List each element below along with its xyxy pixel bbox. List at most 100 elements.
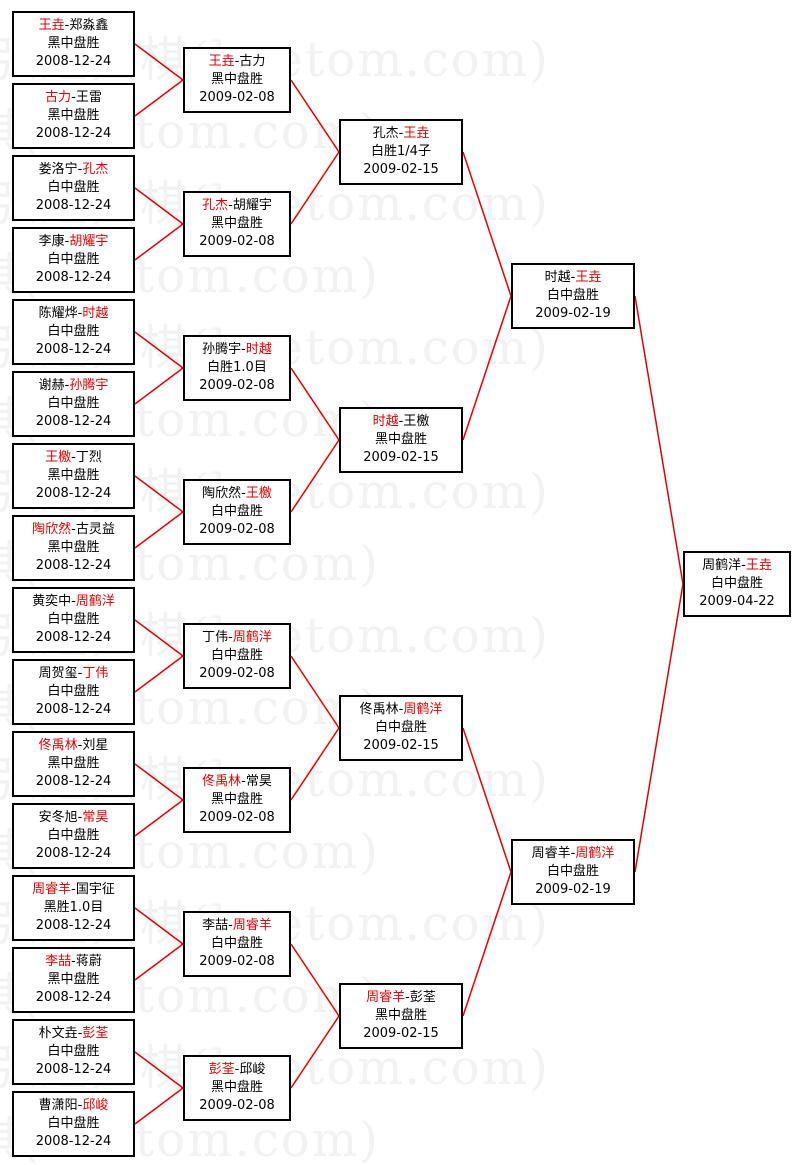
match-date: 2009-02-08 (199, 90, 275, 105)
match-result: 白中盘胜 (210, 504, 263, 519)
match-result: 白中盘胜 (546, 288, 599, 303)
match-date: 2009-02-08 (199, 666, 275, 681)
bracket-connector (290, 943, 340, 1017)
match-players: 古力-王雷 (45, 89, 102, 107)
winner-name: 陶欣然 (32, 522, 72, 537)
separator: - (71, 450, 76, 465)
bracket-connector (134, 511, 184, 549)
loser-name: 朴文垚 (38, 1026, 78, 1041)
separator: - (71, 594, 76, 609)
match-players: 孙腾宇-时越 (202, 341, 272, 359)
winner-name: 佟禹林 (38, 738, 78, 753)
match-result: 黑胜1.0目 (43, 900, 104, 915)
winner-name: 王垚 (38, 18, 65, 33)
separator: - (77, 162, 83, 177)
match-players: 周睿羊-国宇征 (32, 881, 115, 899)
loser-name: 王雷 (75, 90, 102, 105)
bracket-connector (290, 655, 340, 729)
loser-name: 周贺玺 (38, 666, 78, 681)
bracket-connector (134, 1051, 184, 1089)
separator: - (77, 666, 83, 681)
match-date: 2009-02-08 (199, 234, 275, 249)
match-players: 丁伟-周鹤洋 (202, 629, 272, 647)
match-players: 周鹤洋-王垚 (702, 557, 772, 575)
bracket-connector (134, 187, 184, 225)
bracket-connector (634, 583, 684, 873)
bracket-connector (134, 475, 184, 513)
match-result: 白中盘胜 (210, 648, 263, 663)
match-date: 2009-02-15 (363, 162, 439, 177)
bracket-connector (290, 727, 340, 801)
bracket-connector (134, 1087, 184, 1125)
winner-name: 时越 (245, 342, 272, 357)
winner-name: 王檄 (245, 486, 272, 501)
match-date: 2008-12-24 (35, 558, 112, 573)
match-result: 白中盘胜 (47, 612, 100, 627)
bracket-connector (634, 295, 684, 585)
bracket-connector (134, 943, 184, 981)
winner-name: 周鹤洋 (75, 594, 115, 609)
match-players: 朴文垚-彭荃 (39, 1025, 109, 1043)
match-players: 王垚-郑淼鑫 (39, 17, 109, 35)
match-players: 李喆-周睿羊 (202, 917, 272, 935)
match-date: 2008-12-24 (35, 270, 112, 285)
loser-name: 郑淼鑫 (69, 18, 109, 33)
separator: - (64, 234, 70, 249)
match-players: 王垚-古力 (209, 53, 266, 71)
bracket-connector (462, 151, 512, 297)
separator: - (570, 846, 576, 861)
match-result: 黑中盘胜 (47, 468, 100, 483)
winner-name: 周睿羊 (366, 990, 406, 1005)
winner-name: 孔杰 (82, 162, 109, 177)
match-players: 陶欣然-王檄 (202, 485, 272, 503)
winner-name: 胡耀宇 (69, 234, 109, 249)
bracket-connector (462, 295, 512, 441)
winner-name: 孔杰 (202, 198, 229, 213)
loser-name: 丁烈 (75, 450, 102, 465)
winner-name: 邱峻 (82, 1098, 109, 1113)
loser-name: 孔杰 (372, 126, 399, 141)
winner-name: 常昊 (82, 810, 109, 825)
match-result: 白中盘胜 (47, 180, 100, 195)
separator: - (228, 198, 233, 213)
winner-name: 周鹤洋 (232, 630, 272, 645)
separator: - (64, 378, 70, 393)
match-date: 2008-12-24 (35, 414, 112, 429)
bracket-connector (134, 619, 184, 657)
match-players: 陶欣然-古灵益 (32, 521, 115, 539)
bracket-connector (134, 331, 184, 369)
separator: - (71, 954, 76, 969)
bracket-connector (290, 367, 340, 441)
match-players: 安冬旭-常昊 (39, 809, 109, 827)
match-result: 白中盘胜 (47, 1044, 100, 1059)
match-result: 白胜1.0目 (207, 360, 267, 375)
match-result: 黑中盘胜 (374, 1008, 427, 1023)
match-result: 黑中盘胜 (210, 216, 263, 231)
match-date: 2008-12-24 (35, 1062, 112, 1077)
match-players: 佟禹林-常昊 (202, 773, 272, 791)
winner-name: 李喆 (45, 954, 72, 969)
separator: - (234, 1062, 240, 1077)
match-date: 2009-02-19 (535, 306, 611, 321)
separator: - (228, 630, 233, 645)
winner-name: 彭荃 (82, 1026, 109, 1041)
separator: - (241, 342, 246, 357)
loser-name: 周睿羊 (531, 846, 571, 861)
loser-name: 李喆 (202, 918, 229, 933)
winner-name: 古力 (45, 90, 72, 105)
match-players: 娄洛宁-孔杰 (39, 161, 109, 179)
winner-name: 周睿羊 (32, 882, 72, 897)
match-result: 白胜1/4子 (371, 144, 431, 159)
round2-match-box: 丁伟-周鹤洋白中盘胜 2009-02-08 (183, 623, 291, 689)
bracket-connector (134, 367, 184, 405)
match-players: 李康-胡耀宇 (39, 233, 109, 251)
